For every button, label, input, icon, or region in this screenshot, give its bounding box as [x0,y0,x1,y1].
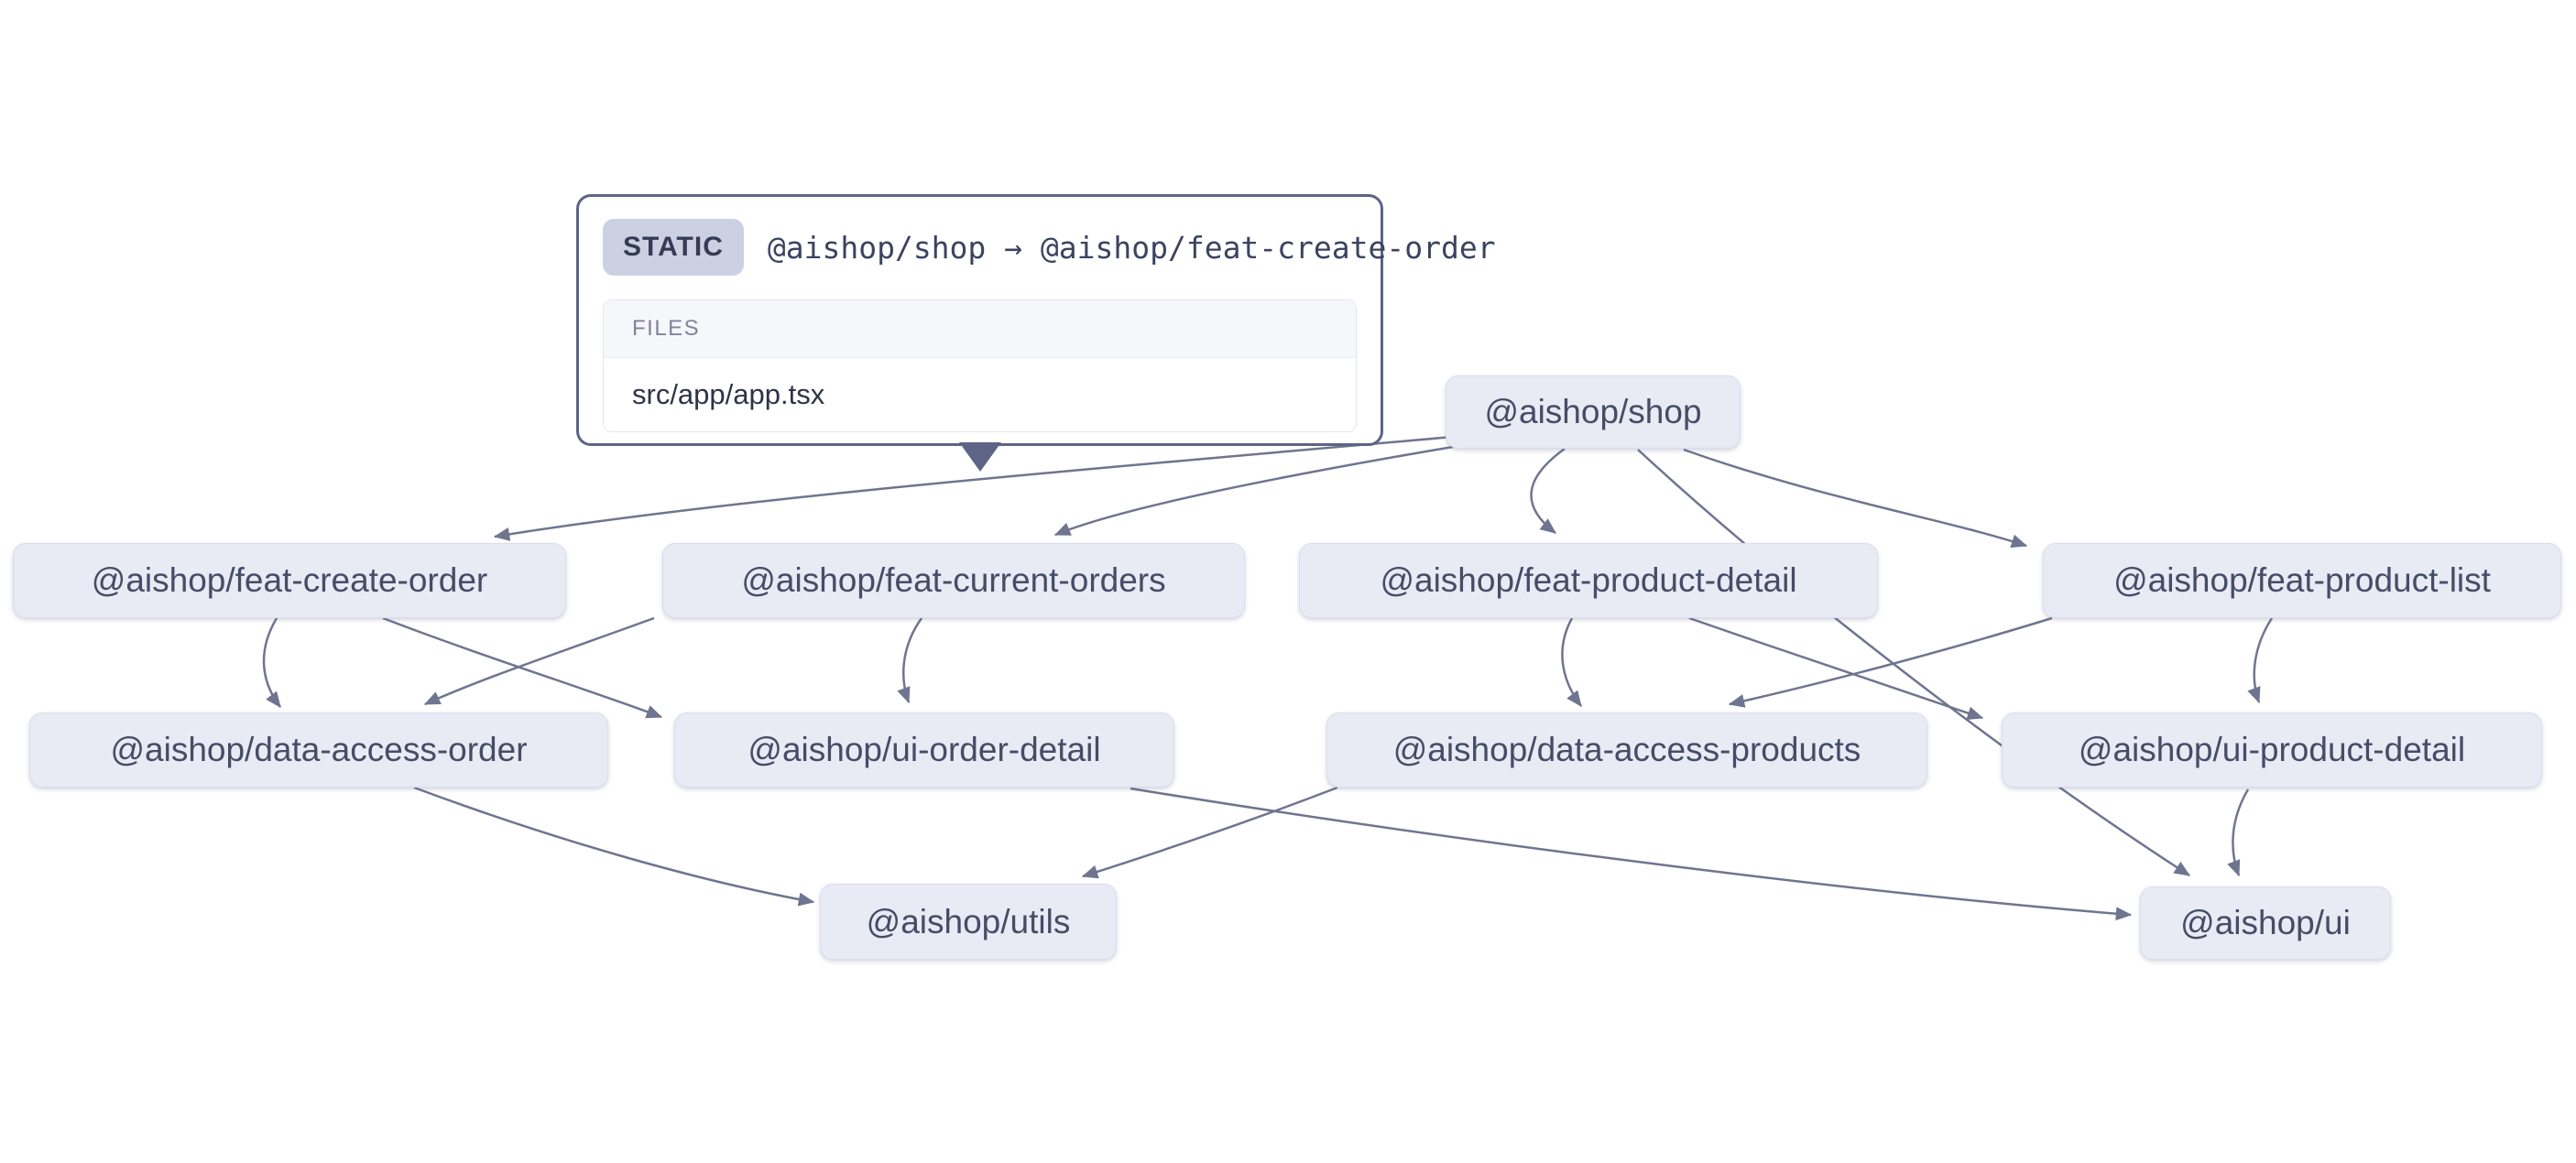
node-label: @aishop/ui-product-detail [2078,731,2466,768]
node-label: @aishop/data-access-products [1392,731,1861,768]
graph-node-ui-order-detail[interactable]: @aishop/ui-order-detail [674,712,1174,788]
edge-ui-product-detail-to-ui[interactable] [2227,788,2250,877]
edge-tooltip: STATIC @aishop/shop → @aishop/feat-creat… [576,194,1496,446]
edge-feat-current-orders-to-ui-order-detail[interactable] [897,617,923,704]
node-label: @aishop/data-access-order [110,731,528,768]
graph-node-data-access-order[interactable]: @aishop/data-access-order [29,712,608,788]
edge-data-access-order-to-utils[interactable] [413,786,815,907]
graph-node-data-access-products[interactable]: @aishop/data-access-products [1326,712,1927,788]
node-label: @aishop/ui-order-detail [748,731,1101,768]
edge-shop-to-feat-product-detail[interactable] [1530,447,1566,534]
node-label: @aishop/shop [1484,393,1702,430]
graph-node-feat-product-list[interactable]: @aishop/feat-product-list [2043,543,2561,618]
files-panel: FILES src/app/app.tsx [603,299,1357,432]
graph-node-feat-current-orders[interactable]: @aishop/feat-current-orders [662,543,1245,618]
edge-dependency-text: @aishop/shop → @aishop/feat-create-order [767,229,1496,266]
edge-feat-product-detail-to-data-access-products[interactable] [1561,617,1582,707]
graph-node-feat-create-order[interactable]: @aishop/feat-create-order [13,543,566,618]
edge-feat-product-list-to-ui-product-detail[interactable] [2247,617,2274,704]
edge-shop-to-feat-product-list[interactable] [1683,448,2028,549]
graph-node-utils[interactable]: @aishop/utils [820,884,1117,960]
graph-node-ui[interactable]: @aishop/ui [2140,886,2391,960]
edge-data-access-products-to-utils[interactable] [1081,786,1338,879]
edge-shop-to-feat-current-orders[interactable] [1053,444,1459,537]
files-panel-label: FILES [604,300,1356,358]
edge-feat-create-order-to-ui-order-detail[interactable] [382,616,663,719]
node-label: @aishop/feat-current-orders [741,561,1166,599]
node-label: @aishop/feat-create-order [91,561,488,599]
edge-feat-current-orders-to-data-access-order[interactable] [423,616,655,706]
node-label: @aishop/feat-product-list [2113,561,2491,599]
graph-node-feat-product-detail[interactable]: @aishop/feat-product-detail [1299,543,1878,618]
tooltip-header: STATIC @aishop/shop → @aishop/feat-creat… [603,219,1496,276]
node-label: @aishop/ui [2180,904,2351,941]
edge-ui-order-detail-to-ui[interactable] [1130,787,2133,921]
edge-shop-to-ui[interactable] [1637,449,2191,877]
edge-type-badge: STATIC [603,219,744,276]
edge-shop-to-feat-create-order[interactable] [493,435,1454,541]
node-label: @aishop/feat-product-detail [1380,561,1797,599]
tooltip-caret-icon [959,442,1001,472]
edge-feat-product-list-to-data-access-products[interactable] [1728,616,2053,708]
node-label: @aishop/utils [866,902,1071,940]
graph-node-ui-product-detail[interactable]: @aishop/ui-product-detail [2002,712,2542,788]
graph-node-shop[interactable]: @aishop/shop [1446,375,1741,449]
file-path: src/app/app.tsx [604,358,1356,431]
edge-feat-create-order-to-data-access-order[interactable] [262,617,281,708]
